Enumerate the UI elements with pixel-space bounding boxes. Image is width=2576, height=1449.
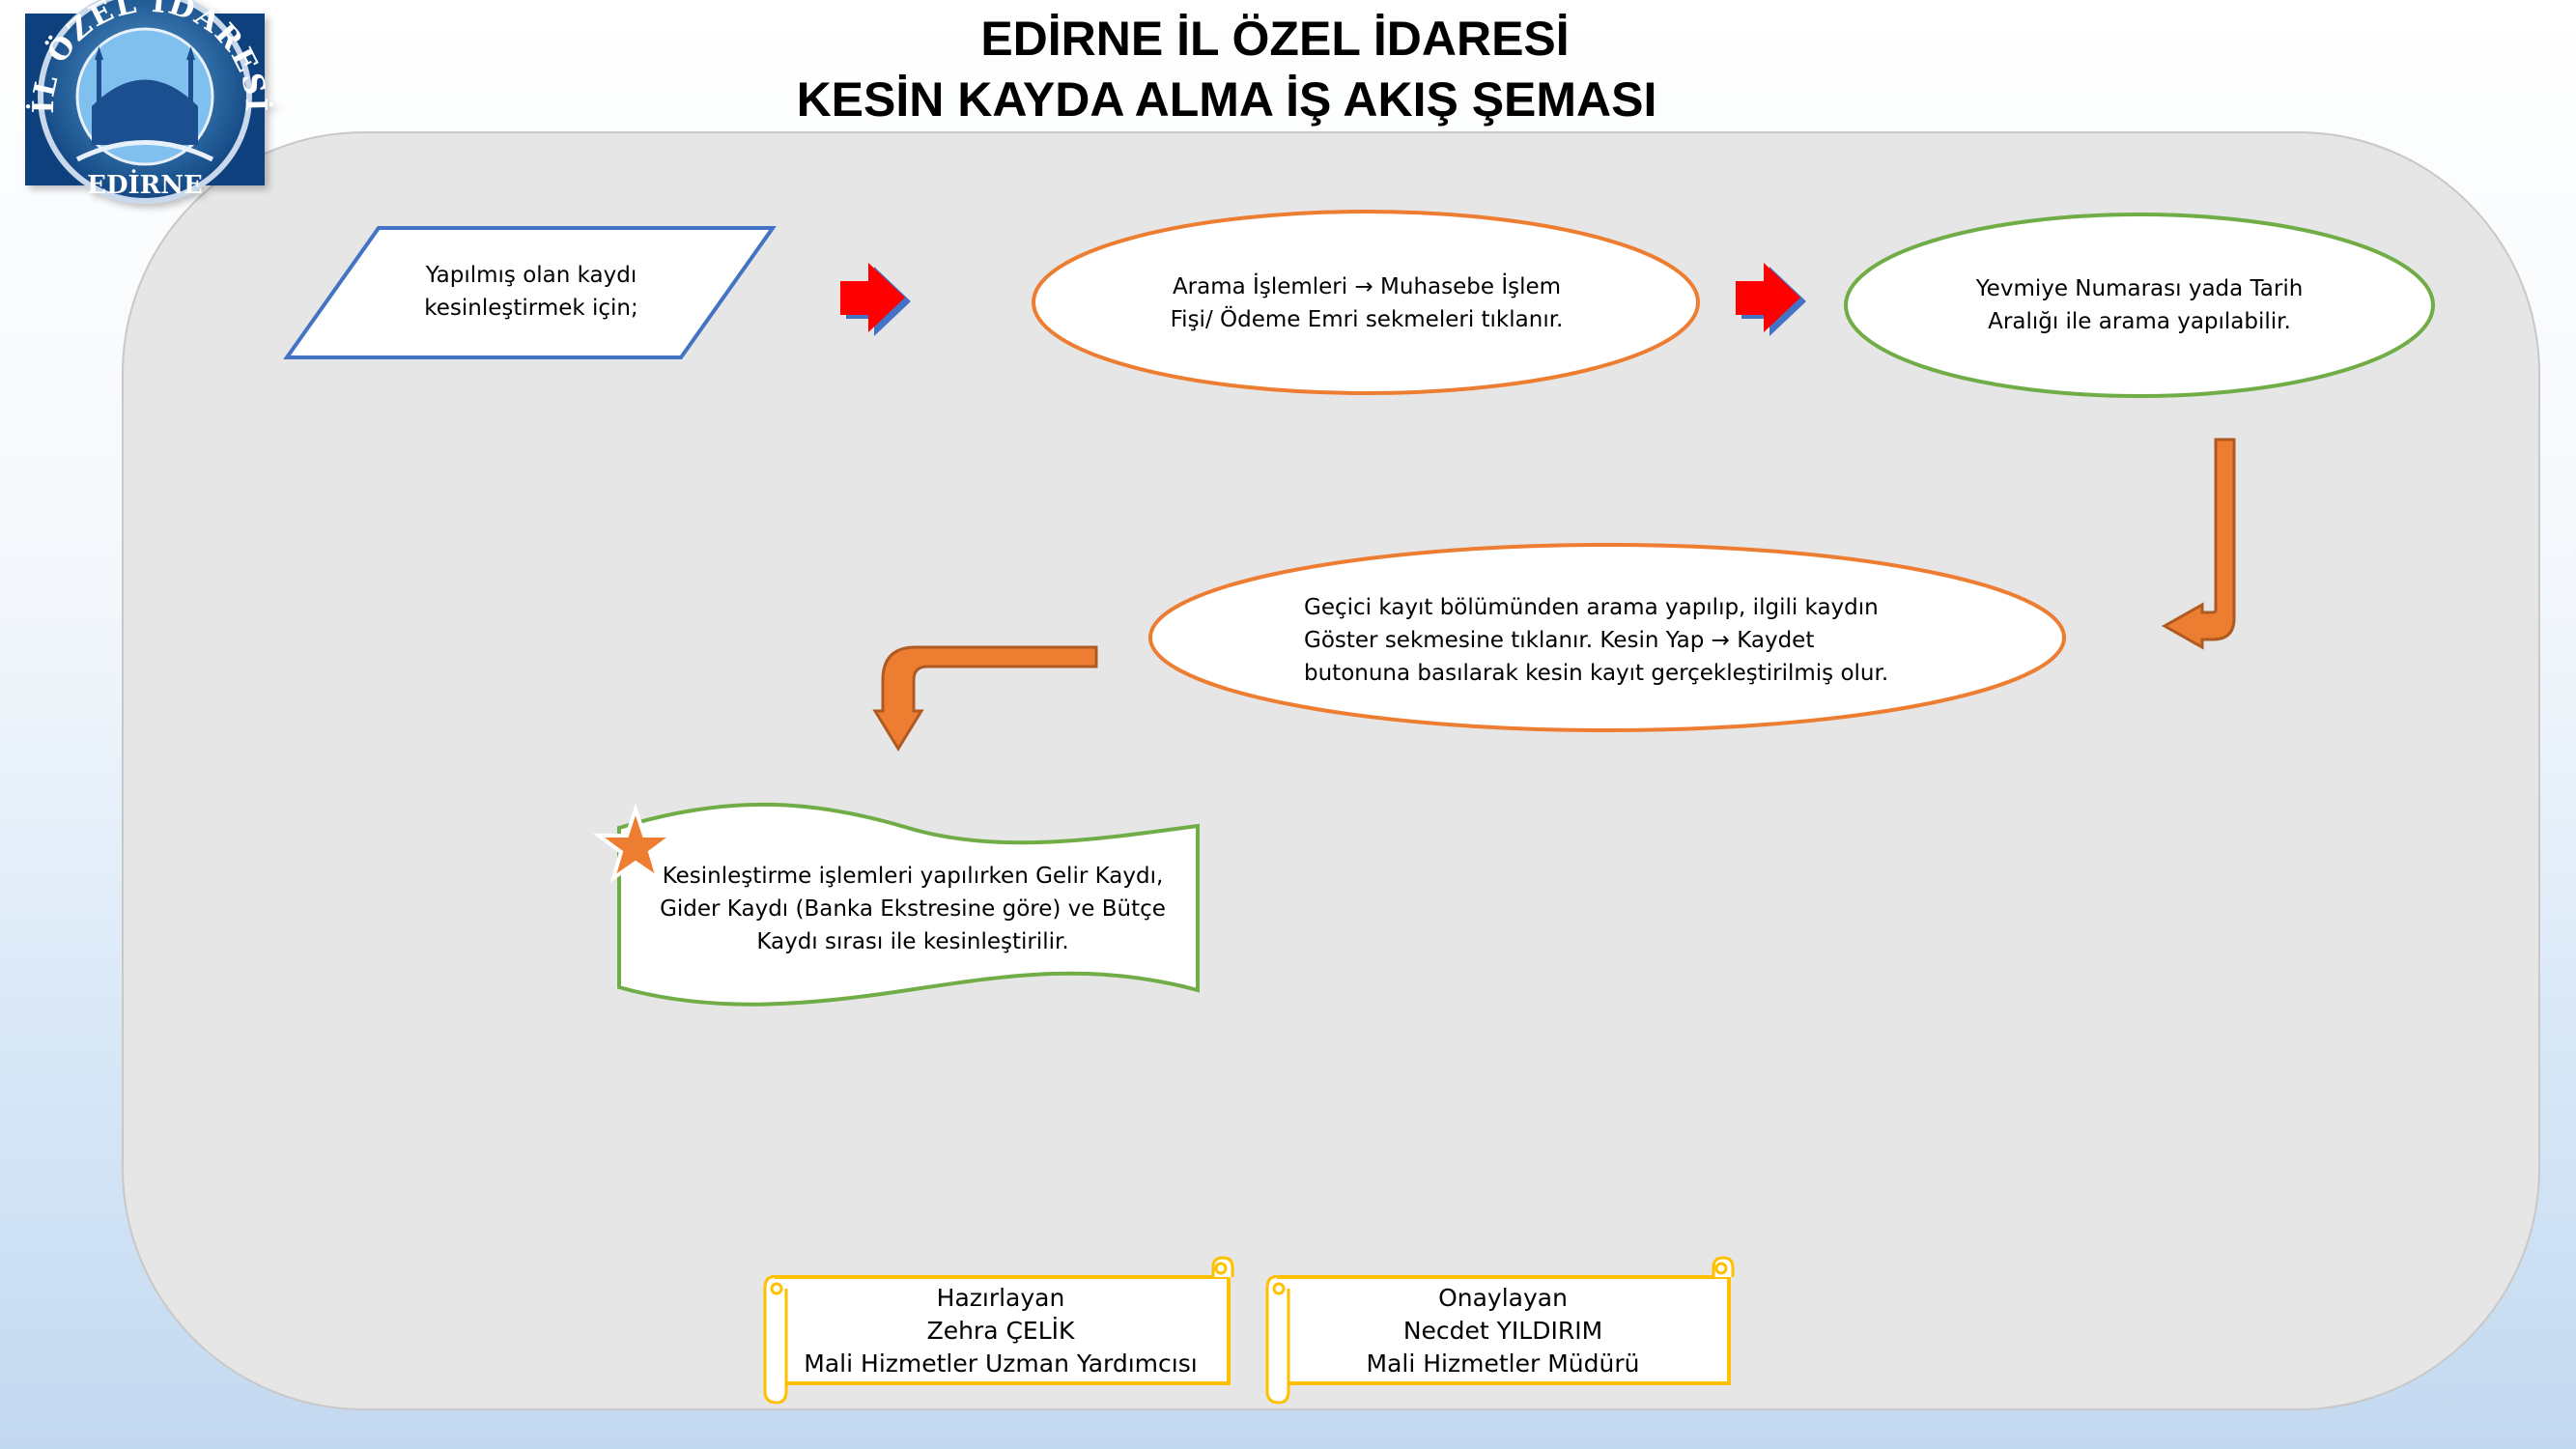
approved-role: Mali Hizmetler Müdürü	[1366, 1350, 1640, 1378]
bent-arrow-left-down-icon	[872, 645, 1098, 752]
approved-scroll	[1265, 1256, 1735, 1405]
menu-step-text: Arama İşlemleri → Muhasebe İşlem Fişi/ Ö…	[1170, 274, 1564, 332]
arrow-right-icon	[1736, 263, 1806, 336]
start-parallelogram	[283, 226, 777, 359]
start-step-text: Yapılmış olan kaydı kesinleştirmek için;	[424, 263, 638, 321]
approved-signature: Onaylayan Necdet YILDIRIM Mali Hizmetler…	[1290, 1282, 1715, 1380]
menu-step-ellipse	[1032, 210, 1700, 395]
search-step-ellipse	[1844, 213, 2435, 398]
star-icon	[592, 803, 679, 883]
logo-bottom-text: EDİRNE	[87, 169, 203, 200]
confirm-step-ellipse	[1148, 543, 2066, 732]
note-text: Kesinleştirme işlemleri yapılırken Gelir…	[660, 864, 1166, 954]
search-step-text: Yevmiye Numarası yada Tarih Aralığı ile …	[1975, 276, 2304, 334]
approved-label: Onaylayan	[1438, 1284, 1568, 1312]
prepared-role: Mali Hizmetler Uzman Yardımcısı	[804, 1350, 1198, 1378]
bent-arrow-down-left-icon	[2161, 438, 2236, 650]
confirm-step-text: Geçici kayıt bölümünden arama yapılıp, i…	[1304, 595, 1889, 686]
note-banner	[617, 802, 1200, 1007]
arrow-right-icon	[840, 263, 911, 336]
prepared-signature: Hazırlayan Zehra ÇELİK Mali Hizmetler Uz…	[788, 1282, 1213, 1380]
prepared-label: Hazırlayan	[936, 1284, 1065, 1312]
logo: İL ÖZEL İDARESİ EDİRNE	[25, 0, 272, 204]
content-panel	[122, 131, 2540, 1410]
page-title: EDİRNE İL ÖZEL İDARESİ	[980, 12, 1570, 66]
prepared-name: Zehra ÇELİK	[926, 1317, 1075, 1345]
approved-name: Necdet YILDIRIM	[1402, 1317, 1603, 1345]
prepared-scroll	[763, 1256, 1234, 1405]
page-subtitle: KESİN KAYDA ALMA İŞ AKIŞ ŞEMASI	[796, 72, 1657, 127]
